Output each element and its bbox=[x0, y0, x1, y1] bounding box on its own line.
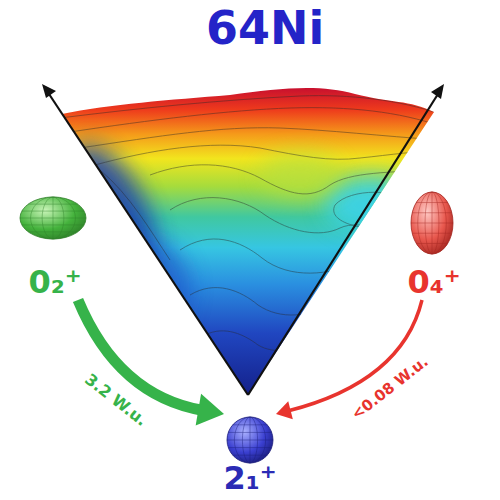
ellipsoid-body bbox=[227, 417, 273, 463]
arrow-head bbox=[196, 394, 224, 426]
state-label: 2₁⁺ bbox=[223, 461, 276, 496]
state-label: 0₄⁺ bbox=[407, 265, 460, 300]
state-node: 0₄⁺ bbox=[392, 188, 476, 300]
ellipsoid-body bbox=[411, 192, 453, 254]
state-label: 0₂⁺ bbox=[28, 265, 81, 300]
ellipsoid-grid bbox=[227, 417, 273, 463]
arrow-line bbox=[288, 300, 422, 411]
transition-arrow bbox=[78, 300, 224, 426]
ellipsoid-grid bbox=[411, 192, 453, 254]
diagram-title: 64Ni bbox=[206, 2, 324, 55]
state-node: 0₂⁺ bbox=[12, 190, 98, 300]
ellipsoid-body bbox=[20, 197, 86, 239]
arrow-head bbox=[276, 401, 293, 419]
edge-label: <0.08 W.u. bbox=[348, 353, 431, 423]
transition-arrow bbox=[276, 300, 422, 419]
ellipsoid-grid bbox=[20, 197, 86, 239]
state-node: 2₁⁺ bbox=[214, 414, 286, 496]
